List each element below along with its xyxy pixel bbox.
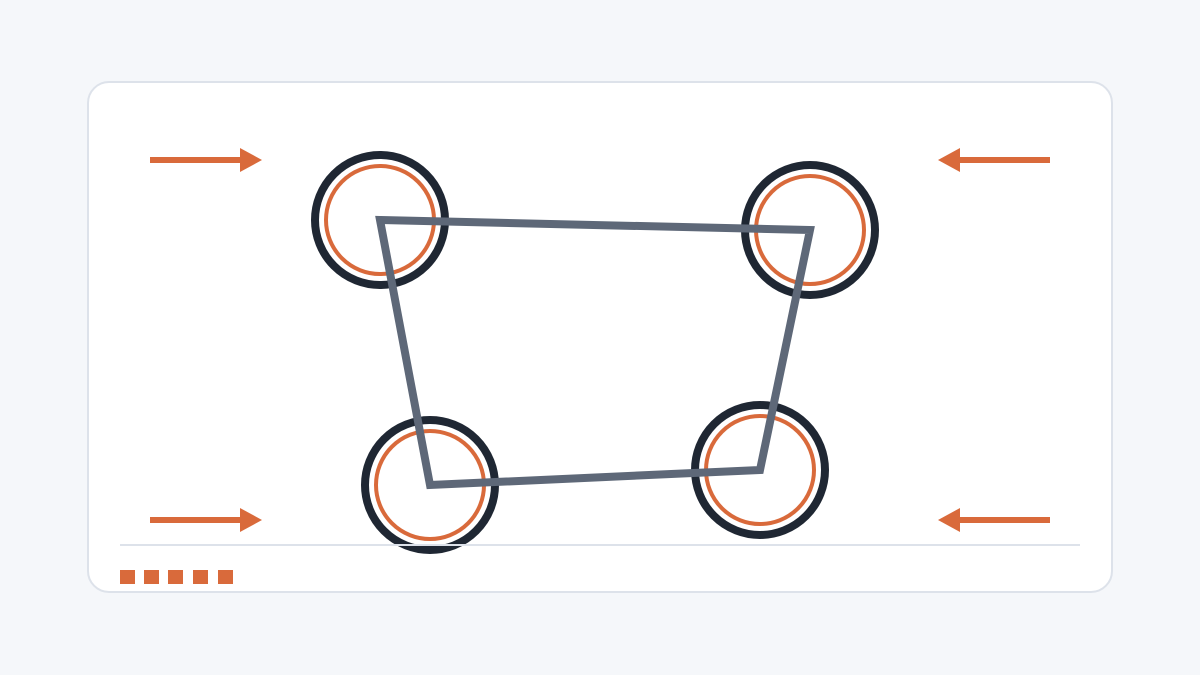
- arrow-top-left: [150, 148, 262, 172]
- footer-marker: [218, 570, 233, 584]
- arrow-bottom-right: [938, 508, 1050, 532]
- footer-marker: [193, 570, 208, 584]
- arrow-top-right: [938, 148, 1050, 172]
- diagram-card: [87, 81, 1113, 593]
- chassis-frame: [375, 215, 815, 490]
- arrow-bottom-left: [150, 508, 262, 532]
- footer-marker: [120, 570, 135, 584]
- footer-marker: [168, 570, 183, 584]
- footer-markers: [120, 570, 233, 584]
- footer-marker: [144, 570, 159, 584]
